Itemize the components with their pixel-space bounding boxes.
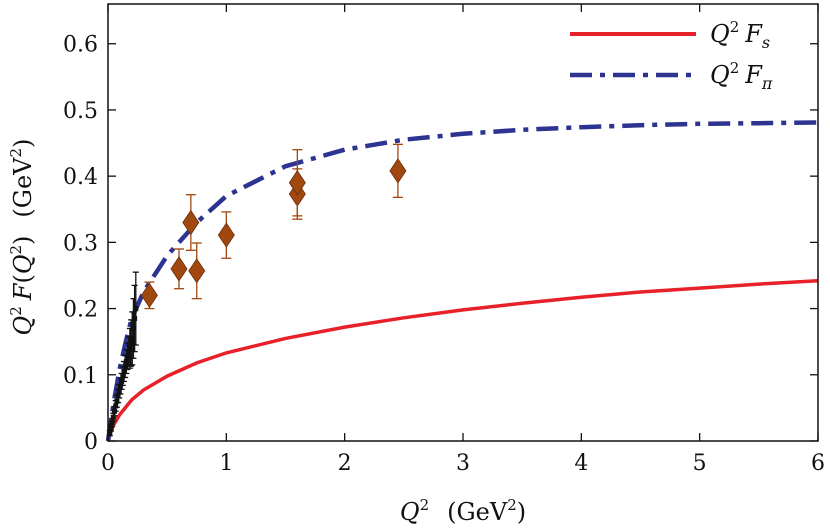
y-axis-label-arg-sup: 2	[7, 245, 25, 255]
x-tick-label: 2	[338, 451, 352, 476]
x-axis-label-unit-close: )	[517, 498, 526, 526]
x-axis-label-var-sup: 2	[420, 496, 430, 514]
data-point-diamond	[217, 211, 235, 259]
y-tick-label: 0.1	[63, 364, 98, 389]
curves	[105, 120, 819, 442]
square-marker	[129, 335, 135, 341]
y-tick-label: 0.5	[63, 99, 98, 124]
diamond-marker	[140, 282, 158, 309]
x-tick-label: 0	[101, 451, 115, 476]
square-marker	[109, 419, 115, 425]
data-point-diamond	[140, 281, 158, 310]
x-axis-label-var: Q	[400, 498, 420, 526]
y-tick-label: 0.4	[63, 165, 98, 190]
x-axis-label-unit: (GeV	[447, 498, 508, 526]
y-axis-label-arg-close: )	[9, 236, 37, 245]
x-tick-label: 6	[811, 451, 825, 476]
y-axis-label-unit-close: )	[9, 139, 37, 148]
tick-labels: 0 1 2 3 4 5 6 0 0.1 0.2 0.3 0.4 0.5 0.6	[63, 33, 825, 476]
square-marker	[132, 316, 138, 322]
square-marker	[126, 349, 132, 355]
y-axis-label-unit-sup: 2	[7, 148, 25, 158]
diamond-marker	[170, 256, 188, 282]
y-axis-label-q-sup: 2	[7, 306, 25, 316]
y-axis-label-f: F	[9, 282, 37, 301]
y-axis-label-q: Q	[9, 316, 37, 336]
square-marker	[120, 373, 126, 379]
diamond-marker	[217, 222, 235, 248]
series-line-fs	[106, 279, 819, 442]
square-marker	[121, 368, 127, 374]
square-marker	[116, 388, 122, 394]
diamond-marker	[188, 258, 206, 284]
data-point-square	[131, 284, 138, 353]
x-tick-label: 5	[693, 451, 707, 476]
y-tick-label: 0.3	[63, 231, 98, 256]
square-marker	[122, 363, 128, 369]
square-marker	[117, 383, 123, 389]
data-point-diamond	[288, 149, 306, 217]
y-tick-label: 0	[84, 430, 98, 455]
square-marker	[130, 325, 136, 331]
data-point-diamond	[188, 242, 206, 300]
square-marker	[108, 425, 114, 431]
axis-ticks	[107, 4, 819, 442]
y-axis-label-arg-q: Q	[9, 254, 37, 274]
y-tick-label: 0.2	[63, 298, 98, 323]
y-axis-label-arg-open: (	[9, 274, 37, 283]
square-marker	[110, 414, 116, 420]
y-axis-label: Q2F(Q2)(GeV2)	[7, 139, 37, 336]
square-marker	[115, 393, 121, 399]
y-axis-label-unit: (GeV	[9, 157, 37, 218]
data-point-square	[107, 423, 114, 432]
square-marker	[123, 359, 129, 365]
diamond-marker	[182, 209, 200, 236]
data-point-diamond	[182, 194, 200, 251]
data-point-square	[132, 271, 139, 346]
square-marker	[128, 340, 134, 346]
x-axis-label-unit-sup: 2	[507, 496, 517, 514]
x-tick-label: 3	[456, 451, 470, 476]
x-axis-label: Q2(GeV2)	[400, 496, 526, 526]
square-marker	[133, 306, 139, 312]
square-marker	[107, 430, 113, 436]
data-point-diamond	[389, 143, 407, 198]
series-line-fpi	[105, 120, 819, 442]
square-marker	[125, 353, 131, 359]
x-tick-label: 1	[219, 451, 233, 476]
data-markers	[106, 143, 407, 437]
square-marker	[114, 398, 120, 404]
square-marker	[127, 345, 133, 351]
x-tick-label: 4	[574, 451, 588, 476]
y-tick-label: 0.6	[63, 33, 98, 58]
data-point-diamond	[170, 248, 188, 290]
diamond-marker	[389, 158, 407, 184]
diamond-marker	[288, 170, 306, 196]
square-marker	[113, 403, 119, 409]
